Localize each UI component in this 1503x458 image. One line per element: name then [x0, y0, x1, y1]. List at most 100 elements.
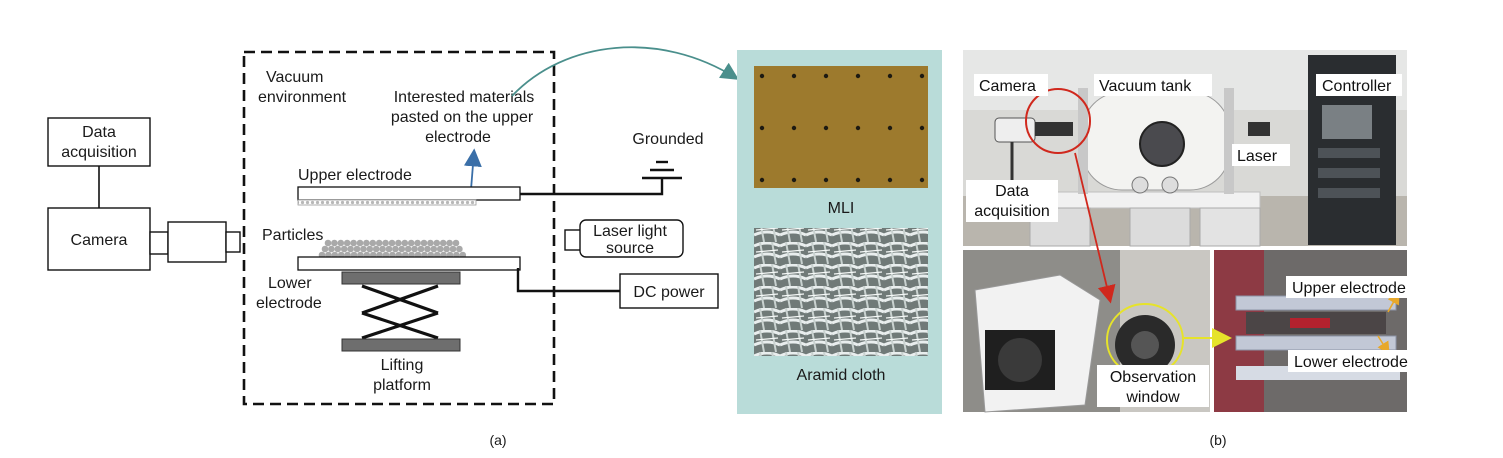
particle: [430, 245, 438, 253]
particle: [395, 239, 402, 247]
interested-label-2: pasted on the upper: [391, 109, 534, 126]
laser-source-label-1: Laser light: [593, 223, 667, 240]
lab-photo: Camera Vacuum tank Controller Laser Data…: [963, 50, 1407, 247]
photo-data-acq-label-1: Data: [995, 183, 1029, 200]
upper-electrode-label: Upper electrode: [298, 167, 412, 184]
particle: [433, 239, 441, 247]
particle: [353, 245, 361, 253]
panel-a: Vacuum environment Interested materials …: [47, 46, 942, 448]
particle: [360, 245, 367, 253]
particle: [414, 239, 421, 247]
mli-sample: [754, 66, 928, 188]
observation-window-label-2: window: [1125, 389, 1180, 406]
ground-wire: [520, 178, 664, 196]
photo-camera-label: Camera: [979, 78, 1036, 95]
mli-dot: [823, 177, 829, 183]
laser-source-label-2: source: [606, 240, 654, 257]
particle: [424, 245, 431, 253]
particle: [363, 239, 370, 247]
dc-wire: [516, 268, 620, 293]
particle: [366, 245, 374, 253]
dc-power-box: [619, 273, 719, 309]
dc-power-label: DC power: [633, 284, 705, 301]
mli-label: MLI: [828, 200, 855, 217]
particle: [420, 239, 428, 247]
lifting-bottom-plate: [341, 338, 461, 352]
mli-dot: [887, 73, 893, 79]
particle: [411, 245, 418, 253]
mli-dot: [855, 177, 861, 183]
particle: [385, 245, 393, 253]
particle: [449, 245, 457, 253]
particle: [347, 245, 354, 253]
particle: [321, 245, 329, 253]
interested-label-1: Interested materials: [394, 89, 535, 106]
laser-source-nub: [564, 229, 582, 251]
particle: [337, 239, 345, 247]
mli-dot: [759, 177, 765, 183]
observation-photo: Observation window: [963, 250, 1210, 413]
particle: [334, 245, 342, 253]
particle: [443, 245, 450, 253]
vacuum-chamber-box: [242, 50, 556, 406]
particle: [372, 245, 380, 253]
particle: [343, 239, 351, 247]
observation-window-label-1: Observation: [1110, 369, 1196, 386]
photo-laser-label: Laser: [1237, 148, 1278, 165]
particle: [392, 245, 399, 253]
tank-viewport: [1139, 121, 1185, 167]
particle: [439, 239, 447, 247]
vacuum-label-1: Vacuum: [266, 69, 324, 86]
particle: [404, 245, 412, 253]
interested-material-layer: [297, 199, 477, 206]
inset-pointer-arrow: [511, 46, 740, 97]
aramid-sample: [754, 228, 928, 356]
mli-dot: [759, 125, 765, 131]
mli-dot: [919, 177, 925, 183]
photo-controller-label: Controller: [1322, 78, 1392, 95]
particle: [398, 245, 406, 253]
particle: [382, 239, 389, 247]
mli-dot: [823, 73, 829, 79]
vacuum-label-2: environment: [258, 89, 347, 106]
panel-a-caption: (a): [489, 432, 506, 448]
mli-dots: [759, 73, 925, 183]
mli-dot: [855, 125, 861, 131]
scissor-4: [361, 311, 439, 340]
particle: [388, 239, 396, 247]
mli-dot: [791, 73, 797, 79]
camera-lens-2: [167, 221, 227, 263]
lower-electrode-label-2: electrode: [256, 295, 322, 312]
camera-lens-3: [225, 231, 241, 253]
laser-source-box: [579, 219, 684, 258]
data-acquisition-label-2: acquisition: [61, 144, 137, 161]
interested-label-3: electrode: [425, 129, 491, 146]
particle: [340, 245, 348, 253]
data-acquisition-box: [47, 117, 151, 167]
mli-dot: [791, 177, 797, 183]
photo-lower-electrode-label: Lower electrode: [1294, 354, 1408, 371]
lifting-label-1: Lifting: [381, 357, 424, 374]
particle: [436, 245, 444, 253]
upper-electrode: [297, 186, 521, 201]
grounded-label: Grounded: [632, 131, 703, 148]
lifting-top-plate: [341, 271, 461, 285]
scissor-2: [361, 284, 439, 315]
particle: [369, 239, 377, 247]
particle: [407, 239, 415, 247]
photo-upper-electrode-label: Upper electrode: [1292, 280, 1406, 297]
mli-dot: [919, 73, 925, 79]
red-zoom-arrow: [1074, 152, 1116, 304]
mli-dot: [823, 125, 829, 131]
mli-dot: [759, 73, 765, 79]
mli-dot: [791, 125, 797, 131]
particle: [379, 245, 386, 253]
particles-label: Particles: [262, 227, 323, 244]
lower-electrode: [297, 256, 521, 271]
aramid-label: Aramid cloth: [797, 367, 886, 384]
photo-vacuum-tank-label: Vacuum tank: [1099, 78, 1192, 95]
electrode-photo: Upper electrode Lower electrode: [1214, 250, 1436, 412]
particle: [375, 239, 383, 247]
particle: [356, 239, 364, 247]
